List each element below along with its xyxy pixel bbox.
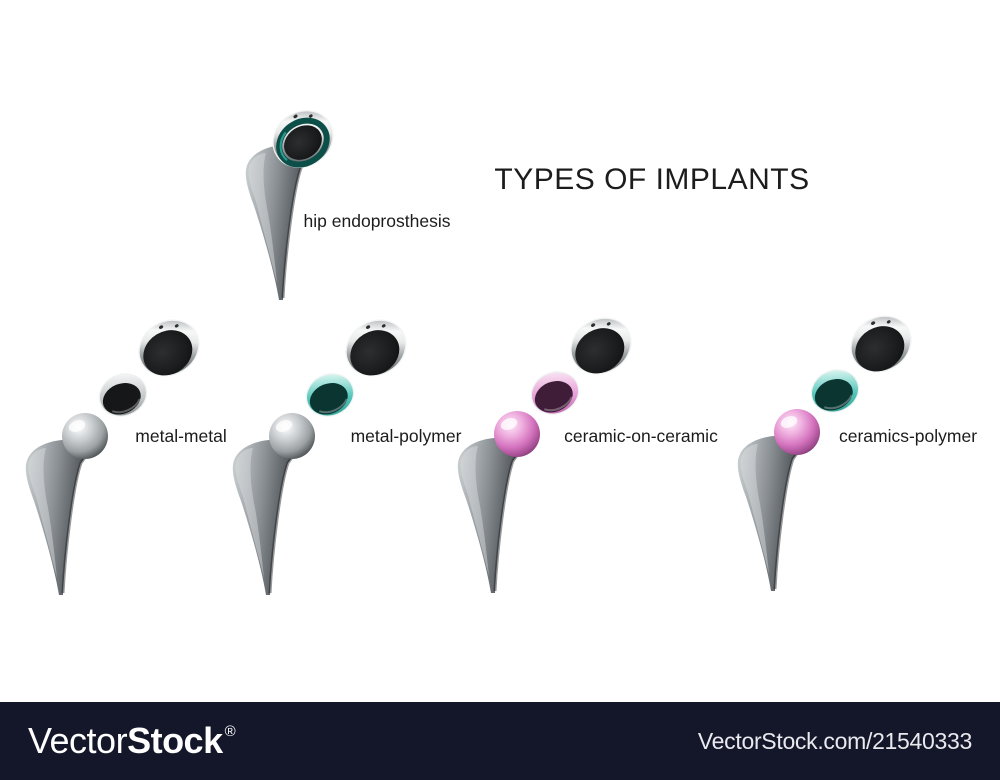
liner [98, 373, 148, 417]
liner [530, 371, 580, 415]
registered-mark: ® [224, 723, 236, 740]
liner [810, 369, 860, 413]
footer-bar: VectorStock® VectorStock.com/21540333 [0, 702, 1000, 780]
vectorstock-logo: VectorStock® [28, 720, 236, 762]
femoral-head [494, 411, 540, 457]
label-metal-metal: metal-metal [135, 426, 227, 446]
acetabular-shell [570, 317, 632, 375]
brand-bold: Stock [127, 720, 223, 761]
label-ceramics-polymer: ceramics-polymer [838, 426, 978, 446]
acetabular-cup [272, 110, 334, 168]
femoral-head [774, 409, 820, 455]
acetabular-shell [138, 319, 200, 377]
hero-label: hip endoprosthesis [303, 211, 451, 231]
femoral-head [269, 413, 315, 459]
implant-set-metal-metal [18, 315, 218, 615]
liner [305, 373, 355, 417]
implant-set-ceramics-polymer [730, 311, 930, 611]
implant-set-ceramic-on-ceramic [450, 313, 650, 613]
acetabular-shell [345, 319, 407, 377]
femoral-head [62, 413, 108, 459]
brand-light: Vector [28, 720, 128, 761]
label-metal-polymer: metal-polymer [350, 426, 462, 446]
page-title: TYPES OF IMPLANTS [494, 163, 810, 196]
implant-set-metal-polymer [225, 315, 425, 615]
hip-endoprosthesis-illustration [222, 90, 392, 325]
footer-credit: VectorStock.com/21540333 [697, 727, 972, 754]
label-ceramic-on-ceramic: ceramic-on-ceramic [564, 426, 718, 446]
acetabular-shell [850, 315, 912, 373]
